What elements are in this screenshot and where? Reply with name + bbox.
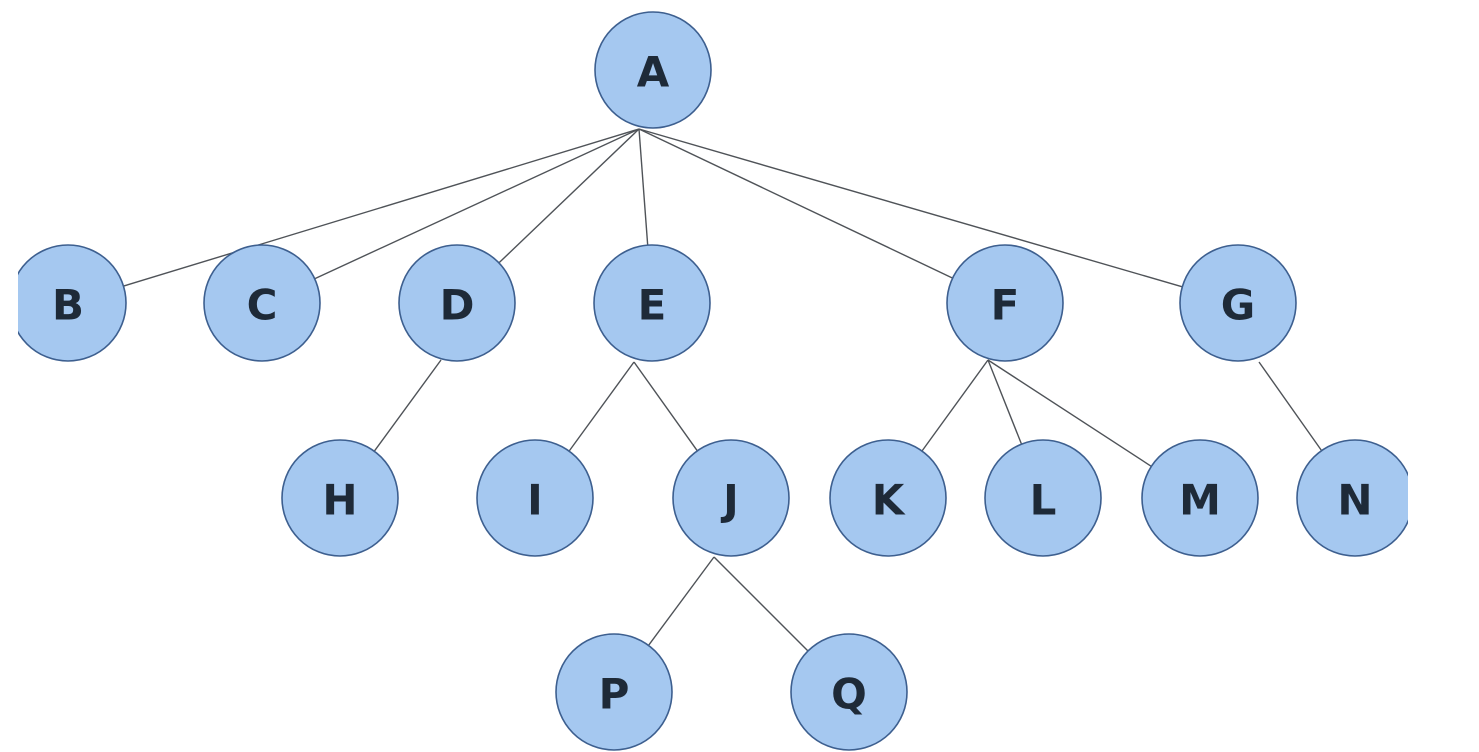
node-circle-m xyxy=(1141,439,1259,557)
node-circle-h xyxy=(281,439,399,557)
node-circle-a xyxy=(594,11,712,129)
edge-f-l xyxy=(987,359,1023,445)
node-m: M xyxy=(1141,439,1259,557)
edge-a-b xyxy=(123,128,640,287)
node-a: A xyxy=(594,11,712,129)
node-l: L xyxy=(984,439,1102,557)
node-label-a: A xyxy=(637,48,670,97)
node-circle-f xyxy=(946,244,1064,362)
node-label-p: P xyxy=(599,670,630,719)
node-circle-i xyxy=(476,439,594,557)
node-label-b: B xyxy=(52,281,84,330)
edge-a-e xyxy=(638,128,649,246)
left-crop-cover xyxy=(0,230,18,380)
node-label-c: C xyxy=(247,281,278,330)
node-b: B xyxy=(9,244,127,362)
node-f: F xyxy=(946,244,1064,362)
node-label-g: G xyxy=(1221,281,1255,330)
node-circle-d xyxy=(398,244,516,362)
edge-a-f xyxy=(638,128,953,279)
node-label-n: N xyxy=(1337,476,1372,525)
node-label-f: F xyxy=(991,281,1020,330)
edge-d-h xyxy=(373,359,442,452)
node-h: H xyxy=(281,439,399,557)
node-label-m: M xyxy=(1179,476,1221,525)
node-n: N xyxy=(1296,439,1414,557)
edge-j-p xyxy=(647,556,715,646)
node-label-l: L xyxy=(1030,476,1057,525)
node-circle-e xyxy=(593,244,711,362)
node-label-k: K xyxy=(872,476,906,525)
node-circle-l xyxy=(984,439,1102,557)
node-k: K xyxy=(829,439,947,557)
node-j: J xyxy=(672,439,790,557)
node-circle-j xyxy=(672,439,790,557)
node-circle-p xyxy=(555,633,673,751)
right-crop-cover xyxy=(1408,420,1479,580)
nodes-layer: A B C D E F G H I J K L M N P Q xyxy=(9,11,1414,751)
edge-f-m xyxy=(987,359,1152,467)
edge-e-j xyxy=(633,361,698,452)
node-label-j: J xyxy=(720,476,739,525)
node-d: D xyxy=(398,244,516,362)
node-g: G xyxy=(1179,244,1297,362)
edge-g-n xyxy=(1258,361,1323,452)
edge-e-i xyxy=(568,361,635,452)
node-circle-k xyxy=(829,439,947,557)
edge-a-g xyxy=(638,128,1183,288)
node-circle-q xyxy=(790,633,908,751)
node-label-d: D xyxy=(440,281,475,330)
node-p: P xyxy=(555,633,673,751)
edge-a-d xyxy=(498,128,640,264)
node-c: C xyxy=(203,244,321,362)
edge-f-k xyxy=(921,359,989,452)
node-label-i: I xyxy=(527,476,543,525)
node-label-e: E xyxy=(638,281,667,330)
node-i: I xyxy=(476,439,594,557)
node-q: Q xyxy=(790,633,908,751)
edge-j-q xyxy=(713,556,809,652)
node-e: E xyxy=(593,244,711,362)
edges-layer xyxy=(123,128,1323,652)
node-circle-g xyxy=(1179,244,1297,362)
edge-a-c xyxy=(314,128,640,280)
node-label-q: Q xyxy=(831,670,867,719)
node-label-h: H xyxy=(322,476,357,525)
node-circle-c xyxy=(203,244,321,362)
